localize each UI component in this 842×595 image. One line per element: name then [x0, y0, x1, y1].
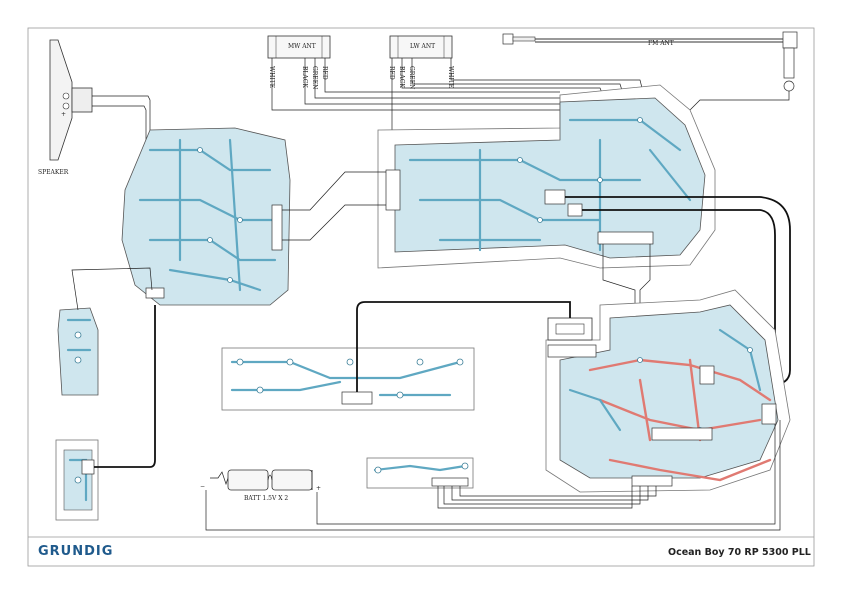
battery-label: BATT 1.5V X 2	[244, 495, 288, 502]
audio-pcb	[121, 127, 291, 306]
lw-wire-2: BLACK	[398, 66, 405, 88]
flex-connector	[547, 317, 593, 341]
model-title: Ocean Boy 70 RP 5300 PLL	[668, 547, 811, 558]
switch-pcb	[366, 457, 474, 489]
switch-to-main-1	[437, 486, 633, 509]
ribbon-audio-tuner	[282, 171, 386, 211]
cable-jack-audio	[94, 305, 156, 468]
battery-plus-label: +	[316, 485, 321, 492]
tuner-pcb	[377, 84, 716, 269]
sheet-frame	[27, 27, 815, 567]
battery-lead-plus	[316, 424, 776, 525]
battery-holder: − + BATT 1.5V X 2	[200, 469, 321, 502]
speaker: + SPEAKER	[38, 39, 93, 176]
fm-antenna: FM ANT	[502, 31, 798, 92]
mw-wire-1: WHITE	[268, 66, 275, 88]
mw-wire-3: GREEN	[311, 66, 318, 89]
headphone-wire	[71, 267, 153, 311]
fm-ant-label: FM ANT	[648, 40, 674, 47]
jack-pcb	[55, 439, 99, 521]
lw-wire-4: WHITE	[447, 66, 454, 88]
brand-logo: GRUNDIG	[38, 544, 113, 559]
lw-ant-label: LW ANT	[410, 43, 435, 50]
main-pcb	[545, 289, 791, 493]
mw-ant-label: MW ANT	[288, 43, 316, 50]
fm-lead	[689, 91, 790, 111]
battery-minus-label: −	[200, 483, 205, 490]
lw-antenna: LW ANT RED BLACK GREEN WHITE	[388, 35, 454, 89]
cable-keyboard-main	[356, 301, 571, 392]
headphone-pcb	[57, 307, 99, 396]
keyboard-pcb	[221, 347, 475, 411]
mw-wire-2: BLACK	[301, 66, 308, 88]
speaker-label: SPEAKER	[38, 169, 69, 176]
mw-antenna: MW ANT WHITE BLACK GREEN RED	[267, 35, 331, 89]
lw-wire-3: GREEN	[408, 66, 415, 89]
mw-wire-4: RED	[321, 66, 328, 80]
lw-wire-1: RED	[388, 66, 395, 80]
speaker-plus-label: +	[61, 111, 66, 118]
battery-lead-minus	[205, 420, 781, 531]
